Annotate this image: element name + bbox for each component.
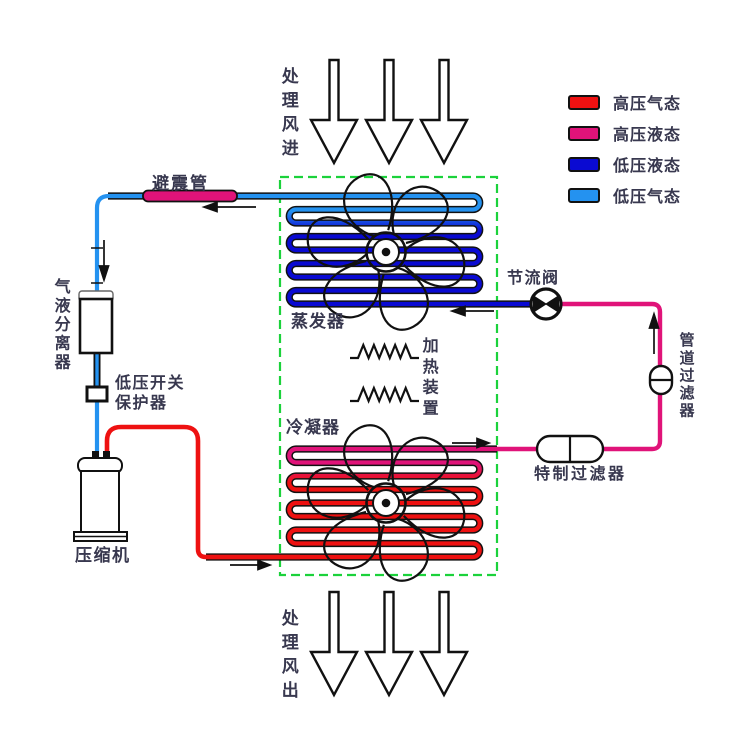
flow-arrow-right-condenser-outlet xyxy=(452,437,492,449)
special-filter-label: 特制过滤器 xyxy=(534,464,627,483)
legend-item-high-pressure-liquid: 高压液态 xyxy=(568,123,682,144)
legend-swatch-high-pressure-liquid xyxy=(568,125,600,141)
compressor-label: 压缩机 xyxy=(75,546,131,566)
pipe-filter-label: 管道过滤器 xyxy=(677,332,696,420)
flow-arrow-down-suction xyxy=(98,240,110,283)
low-pressure-switch xyxy=(85,385,109,403)
evaporator-coil xyxy=(108,192,546,308)
flow-arrow-left-evaporator-inlet xyxy=(449,305,494,317)
liquid-line xyxy=(497,301,663,452)
damper-label: 避震管 xyxy=(152,174,209,194)
legend-label: 低压气态 xyxy=(613,187,682,206)
legend-item-low-pressure-liquid: 低压液态 xyxy=(568,154,682,175)
air-out-arrow xyxy=(364,590,414,697)
flow-arrow-left-damper xyxy=(201,201,256,213)
flow-arrow-right-discharge xyxy=(230,559,273,571)
pipe-ticks xyxy=(91,247,103,284)
air-inlet-label: 处理风进 xyxy=(277,67,298,163)
air-inlet-arrows xyxy=(309,58,469,165)
throttle-valve-label: 节流阀 xyxy=(507,268,560,287)
air-in-arrow xyxy=(419,58,469,165)
condenser-coil xyxy=(206,445,497,561)
air-in-arrow xyxy=(309,58,359,165)
air-outlet-arrows xyxy=(309,590,469,697)
evaporator-label: 蒸发器 xyxy=(291,312,345,332)
legend: 高压气态 高压液态 低压液态 低压气态 xyxy=(568,92,681,216)
pipe-filter-symbol xyxy=(648,364,674,396)
compressor-unit xyxy=(73,451,128,542)
lp-switch-label: 低压开关 保护器 xyxy=(115,373,186,412)
throttle-valve-symbol xyxy=(529,287,563,321)
flow-arrows xyxy=(98,201,660,571)
legend-item-high-pressure-gas: 高压气态 xyxy=(568,92,682,113)
special-filter-symbol xyxy=(535,434,605,464)
legend-item-low-pressure-gas: 低压气态 xyxy=(568,185,682,206)
condenser-label: 冷凝器 xyxy=(286,418,340,438)
legend-swatch-low-pressure-liquid xyxy=(568,156,600,172)
discharge-pipe xyxy=(104,424,300,560)
legend-label: 高压液态 xyxy=(613,125,682,144)
air-treatment-box xyxy=(278,175,499,577)
vibration-damper-tube xyxy=(142,189,238,203)
gas-liquid-separator xyxy=(78,290,114,355)
legend-label: 低压液态 xyxy=(613,156,682,175)
separator-label: 气液分离器 xyxy=(51,278,71,372)
legend-swatch-high-pressure-gas xyxy=(568,94,600,110)
air-out-arrow xyxy=(309,590,359,697)
air-in-arrow xyxy=(364,58,414,165)
flow-arrow-up-liquid-line xyxy=(648,311,660,354)
heater-label: 加热装置 xyxy=(419,337,439,421)
air-outlet-label: 处理风出 xyxy=(277,609,298,705)
legend-label: 高压气态 xyxy=(613,94,682,113)
legend-swatch-low-pressure-gas xyxy=(568,187,600,203)
heater-elements xyxy=(350,342,419,404)
air-out-arrow xyxy=(419,590,469,697)
